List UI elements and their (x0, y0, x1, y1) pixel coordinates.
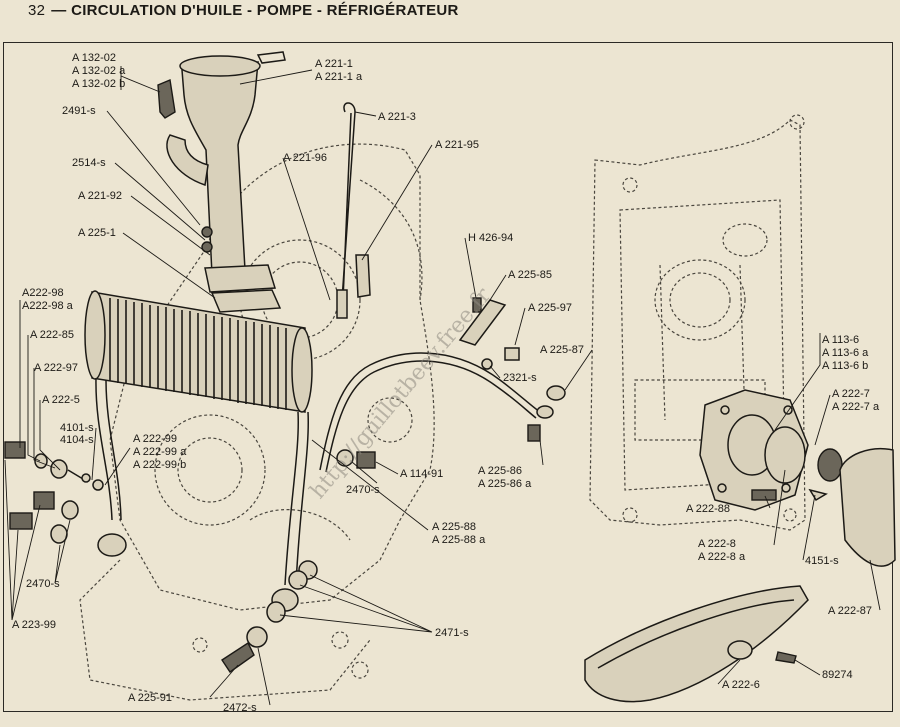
oil-sump-pan (584, 585, 809, 703)
label-a132-02: A 132-02 (72, 52, 116, 64)
label-a222-6: A 222-6 (722, 679, 760, 691)
label-a225-88: A 225-88 (432, 521, 476, 533)
left-fittings (4, 441, 318, 673)
page-header: 32 — CIRCULATION D'HUILE - POMPE - RÉFRIG… (28, 2, 459, 24)
label-2470-s-mid: 2470-s (346, 484, 380, 496)
label-a222-85: A 222-85 (30, 329, 74, 341)
label-a222-8a: A 222-8 a (698, 551, 746, 563)
label-a222-87: A 222-87 (828, 605, 872, 617)
label-a114-91: A 114-91 (400, 468, 443, 480)
label-a222-99a: A 222-99 a (133, 446, 187, 458)
label-a222-99b: A 222-99 b (133, 459, 186, 471)
label-a223-99: A 223-99 (12, 619, 56, 631)
label-2472-s: 2472-s (223, 702, 257, 714)
label-a225-1: A 225-1 (78, 227, 116, 239)
label-a222-98: A222-98 (22, 287, 64, 299)
diagram-frame (3, 42, 893, 712)
label-a225-86: A 225-86 (478, 465, 522, 477)
label-a222-99: A 222-99 (133, 433, 177, 445)
callout-labels: A 132-02 A 132-02 a A 132-02 b 2491-s 25… (12, 52, 880, 714)
label-a221-95: A 221-95 (435, 139, 479, 151)
label-a225-87: A 225-87 (540, 344, 584, 356)
label-4151-s: 4151-s (805, 555, 839, 567)
label-a113-6b: A 113-6 b (822, 360, 868, 372)
oil-cooler (84, 290, 313, 612)
label-a225-85: A 225-85 (508, 269, 552, 281)
label-a222-7: A 222-7 (832, 388, 870, 400)
label-a225-97: A 225-97 (528, 302, 572, 314)
label-a225-86a: A 225-86 a (478, 478, 532, 490)
label-a225-88a: A 225-88 a (432, 534, 486, 546)
label-a222-5: A 222-5 (42, 394, 80, 406)
dipstick (336, 102, 371, 319)
label-89274: 89274 (822, 669, 853, 681)
oil-pipe (319, 352, 554, 473)
label-a113-6: A 113-6 (822, 334, 859, 346)
label-a222-8: A 222-8 (698, 538, 736, 550)
label-a221-96: A 221-96 (283, 152, 327, 164)
label-a222-88: A 222-88 (686, 503, 730, 515)
label-a221-3: A 221-3 (378, 111, 416, 123)
label-4101-s: 4101-s (60, 422, 94, 434)
leader-lines (4, 66, 881, 706)
label-2470-s-left: 2470-s (26, 578, 60, 590)
label-a221-1a: A 221-1 a (315, 71, 363, 83)
page-title: — CIRCULATION D'HUILE - POMPE - RÉFRIGÉR… (51, 2, 459, 19)
label-a225-91: A 225-91 (128, 692, 172, 704)
label-4104-s: 4104-s (60, 434, 94, 446)
oil-pump-assembly (699, 389, 896, 567)
label-2514-s: 2514-s (72, 157, 106, 169)
label-a222-7a: A 222-7 a (832, 401, 880, 413)
small-parts (336, 297, 566, 469)
label-2321-s: 2321-s (503, 372, 537, 384)
label-a132-02a: A 132-02 a (72, 65, 126, 77)
page-number: 32 (28, 2, 46, 19)
label-a132-02b: A 132-02 b (72, 78, 125, 90)
label-a222-98a: A222-98 a (22, 300, 74, 312)
label-a222-97: A 222-97 (34, 362, 78, 374)
label-a113-6a: A 113-6 a (822, 347, 869, 359)
oil-filler-neck (157, 51, 286, 313)
label-h426-94: H 426-94 (468, 232, 513, 244)
label-a221-92: A 221-92 (78, 190, 122, 202)
label-a221-1: A 221-1 (315, 58, 353, 70)
label-2491-s: 2491-s (62, 105, 96, 117)
label-2471-s: 2471-s (435, 627, 469, 639)
